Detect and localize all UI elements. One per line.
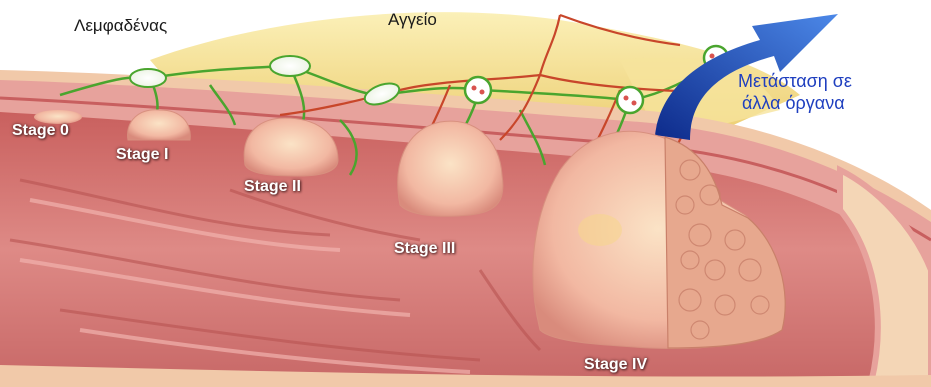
metastasis-label-line2: άλλα όργανα	[742, 92, 845, 114]
vessel-label: Αγγείο	[388, 10, 437, 30]
metastasis-label-line1: Μετάσταση σε	[738, 70, 852, 92]
lymph-node-label: Λεμφαδένας	[74, 16, 167, 36]
lymph-node-metastatic	[465, 77, 491, 103]
stage-0-label: Stage 0	[12, 122, 69, 140]
lymph-node	[270, 56, 310, 76]
stage-2-label: Stage II	[244, 178, 301, 196]
stage-3-label: Stage III	[394, 240, 455, 258]
stage-1-label: Stage I	[116, 146, 168, 164]
stage-4-label: Stage IV	[584, 356, 647, 374]
lymph-node-metastatic	[617, 87, 643, 113]
lymph-node	[130, 69, 166, 87]
